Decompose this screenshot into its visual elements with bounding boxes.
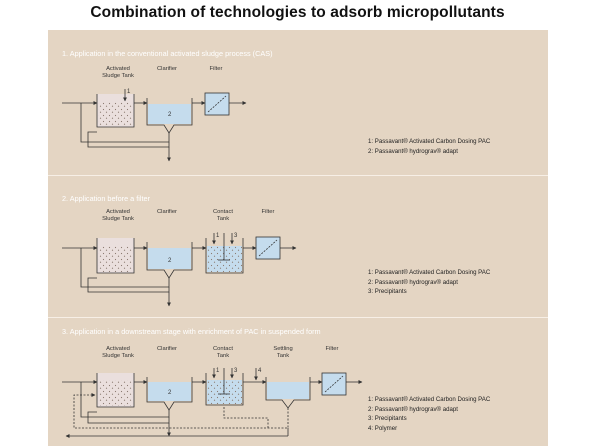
section-divider (48, 175, 548, 176)
diagram-section-1 (62, 89, 247, 162)
diagram-panel: 1. Application in the conventional activ… (48, 30, 548, 446)
legend-item: 2: Passavant® hydrograv® adapt (368, 147, 458, 155)
label-filter: Filter (325, 346, 339, 352)
marker-1: 1 (216, 233, 220, 239)
marker-2: 2 (168, 258, 172, 264)
label-settling-tank: Settling Tank (273, 346, 293, 359)
label-filter: Filter (209, 66, 223, 72)
diagram-section-2 (62, 233, 297, 307)
section-2-heading: 2. Application before a filter (62, 194, 151, 203)
label-contact-tank: Contact Tank (213, 209, 233, 222)
marker-3: 3 (234, 368, 238, 374)
section-divider (48, 317, 548, 318)
legend-section-1: 1: Passavant® Activated Carbon Dosing PA… (368, 137, 490, 156)
legend-section-3: 1: Passavant® Activated Carbon Dosing PA… (368, 395, 490, 433)
legend-item: 1: Passavant® Activated Carbon Dosing PA… (368, 396, 491, 403)
process-diagrams: 2 1 (62, 89, 363, 438)
marker-4: 4 (258, 368, 262, 374)
diagram-section-3 (62, 368, 363, 438)
label-filter: Filter (261, 209, 275, 215)
page-title: Combination of technologies to adsorb mi… (90, 4, 505, 21)
legend-item: 2: Passavant® hydrograv® adapt (368, 278, 458, 286)
label-activated-sludge-tank: Activated Sludge Tank (102, 209, 134, 222)
section-1-heading: 1. Application in the conventional activ… (62, 49, 273, 58)
marker-2: 2 (168, 390, 172, 396)
legend-item: 1: Passavant® Activated Carbon Dosing PA… (368, 269, 491, 276)
label-clarifier: Clarifier (157, 209, 177, 215)
marker-1: 1 (216, 368, 220, 374)
legend-item: 1: Passavant® Activated Carbon Dosing PA… (368, 138, 491, 145)
legend-item: 4: Polymer (368, 424, 398, 432)
legend-item: 3: Precipitants (368, 415, 407, 423)
legend-item: 3: Precipitants (368, 288, 407, 296)
legend-section-2: 1: Passavant® Activated Carbon Dosing PA… (368, 268, 490, 297)
label-contact-tank: Contact Tank (213, 346, 233, 359)
marker-3: 3 (234, 233, 238, 239)
label-activated-sludge-tank: Activated Sludge Tank (102, 346, 134, 359)
label-activated-sludge-tank: Activated Sludge Tank (102, 66, 134, 79)
section-3-heading: 3. Application in a downstream stage wit… (62, 327, 321, 336)
legend-item: 2: Passavant® hydrograv® adapt (368, 405, 458, 413)
label-clarifier: Clarifier (157, 346, 177, 352)
label-clarifier: Clarifier (157, 66, 177, 72)
marker-1: 1 (127, 89, 131, 95)
marker-2: 2 (168, 112, 172, 118)
